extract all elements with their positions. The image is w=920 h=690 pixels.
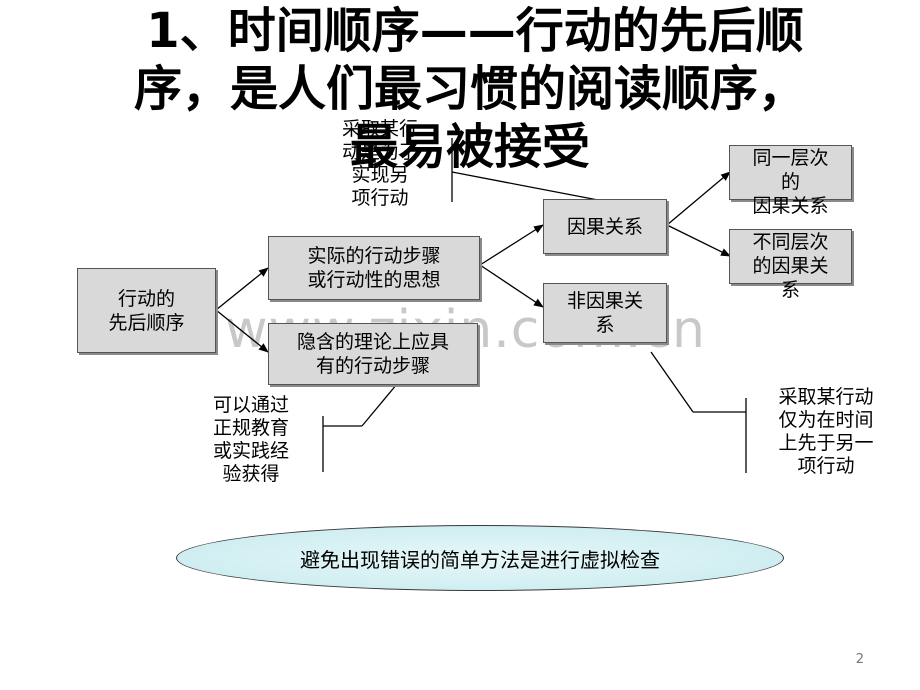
arrow-actual-to-noncausal (479, 264, 544, 308)
node-non-causal: 非因果关 系 (543, 283, 667, 343)
note-another-action: 采取某行 动是为了 实现另 项行动 (341, 118, 418, 209)
page-number: 2 (855, 652, 864, 667)
node-actual-steps: 实际的行动步骤 或行动性的思想 (268, 236, 480, 300)
slide-title: 1、时间顺序——行动的先后顺 序，是人们最习惯的阅读顺序， 最易被接受 (60, 2, 880, 176)
note-education-practice: 可以通过 正规教育 或实践经 验获得 (212, 394, 289, 485)
arrow-root-to-actual (215, 267, 269, 311)
note-time-precedence: 采取某行动 仅为在时间 上先于另一 项行动 (778, 386, 874, 477)
title-line-3: 最易被接受 (349, 119, 590, 175)
node-same-level-causal: 同一层次 的 因果关系 (729, 145, 852, 217)
node-different-level-causal: 不同层次 的因果关 系 (729, 229, 852, 301)
node-causal: 因果关系 (543, 199, 667, 254)
callout-text: 避免出现错误的简单方法是进行虚拟检查 (300, 547, 660, 572)
arrow-actual-to-causal (479, 224, 544, 266)
arrow-causal-to-diff (666, 224, 731, 257)
arrow-causal-to-same (666, 171, 731, 226)
callout-virtual-check: 避免出现错误的简单方法是进行虚拟检查 (176, 525, 784, 591)
arrow-root-to-implied (215, 309, 269, 353)
title-line-2: 序，是人们最习惯的阅读顺序， (133, 61, 806, 117)
node-action-sequence: 行动的 先后顺序 (77, 268, 216, 353)
node-implied-steps: 隐含的理论上应具 有的行动步骤 (268, 323, 478, 385)
title-line-1: 1、时间顺序——行动的先后顺 (146, 3, 804, 59)
